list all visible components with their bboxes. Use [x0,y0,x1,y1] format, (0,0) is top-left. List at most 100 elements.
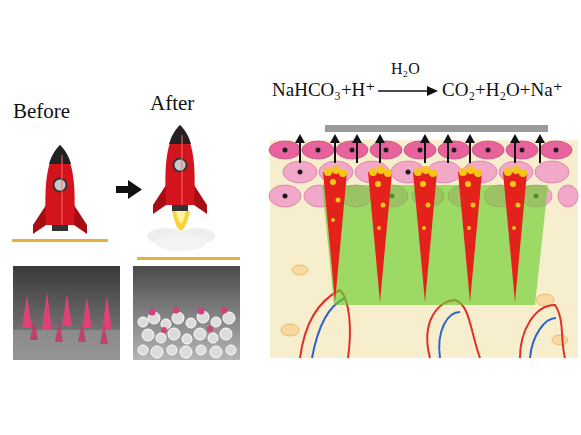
equation-text: H₂O [391,60,420,78]
illustration-part [465,181,471,187]
illustration-part [474,169,482,177]
illustration-part [155,233,207,251]
illustration-part [530,318,556,358]
illustration-part [377,166,385,174]
illustration-part [167,345,177,355]
illustration-part [182,334,192,344]
illustration-part [299,142,301,163]
illustration-part [194,328,206,340]
illustration-part [535,134,545,143]
illustration-part [312,298,345,358]
illustration-part [438,141,470,159]
illustration-part [404,141,436,159]
illustration-part [375,181,381,187]
illustration-part [368,172,392,302]
illustration-part [156,333,166,343]
illustration-part [520,305,565,358]
illustration-part [298,170,303,175]
illustration-part [510,181,516,187]
illustration-part [180,346,192,358]
illustration-part [503,172,527,302]
illustration-part [137,257,240,260]
illustration-part [149,309,156,316]
illustration-part [520,148,525,153]
illustration-part [516,203,521,208]
illustration-part [422,226,426,230]
illustration-part [512,166,520,174]
illustration-part [207,326,213,332]
illustration-part [420,134,430,143]
illustration-part [447,142,449,163]
illustration-part [536,294,554,306]
illustration-part [138,345,148,355]
illustration-part [350,148,355,153]
illustration-part [332,166,340,174]
photo-after [133,266,240,360]
illustration-part [510,134,520,143]
illustration-part [418,148,423,153]
illustration-part [138,311,236,358]
illustration-part [323,172,527,302]
illustration-part [452,148,457,153]
illustration-part [196,345,206,355]
illustration-part [172,312,184,324]
illustration-part [514,142,516,163]
illustration-part [330,134,340,143]
illustration-part [439,312,460,358]
illustration-part [512,226,516,230]
illustration-part [467,166,475,174]
illustration-part [324,168,332,176]
illustration-part [173,307,180,314]
equation-text: CO₂+H₂O+Na⁺ [442,80,563,101]
illustration-part [283,194,288,199]
illustration-part [424,142,426,163]
illustration-part [270,140,578,358]
illustration-part [539,142,541,163]
illustration-part [426,203,431,208]
illustration-part [377,226,381,230]
illustration-part [458,172,482,302]
transition-arrow [116,180,142,199]
illustration-part [352,134,362,143]
illustration-part [379,142,381,163]
illustration-part [427,300,480,358]
illustration-part [381,203,386,208]
illustration-part [221,307,228,314]
illustration-part [406,170,411,175]
illustration-part [443,134,453,143]
illustration-part [33,145,87,234]
illustration-part [269,185,301,207]
illustration-part [554,148,559,153]
illustration-part [465,134,475,143]
illustration-part [176,211,186,223]
illustration-part [168,328,180,340]
illustration-part [295,134,545,143]
state-label: After [150,92,194,115]
illustration-part [226,345,236,355]
illustration-part [330,179,336,185]
illustration-part [540,141,572,159]
illustration-part [153,125,207,214]
illustration-part [12,239,108,242]
illustration-part [133,266,240,360]
illustration-part [281,324,299,336]
rocket-before [12,145,108,242]
illustration-part [324,166,527,230]
illustration-part [339,169,347,177]
illustration-part [325,125,548,132]
illustration-part [331,218,335,222]
illustration-part [283,148,288,153]
illustration-part [459,168,467,176]
illustration-part [269,141,572,159]
rocket-after [137,125,240,260]
illustration-part [334,142,336,163]
illustration-part [535,161,569,183]
illustration-part [283,161,317,183]
illustration-part [427,86,438,96]
illustration-part [413,172,437,302]
illustration-part [149,307,228,334]
illustration-part [384,169,392,177]
illustration-part [142,329,154,341]
illustration-part [22,292,112,330]
